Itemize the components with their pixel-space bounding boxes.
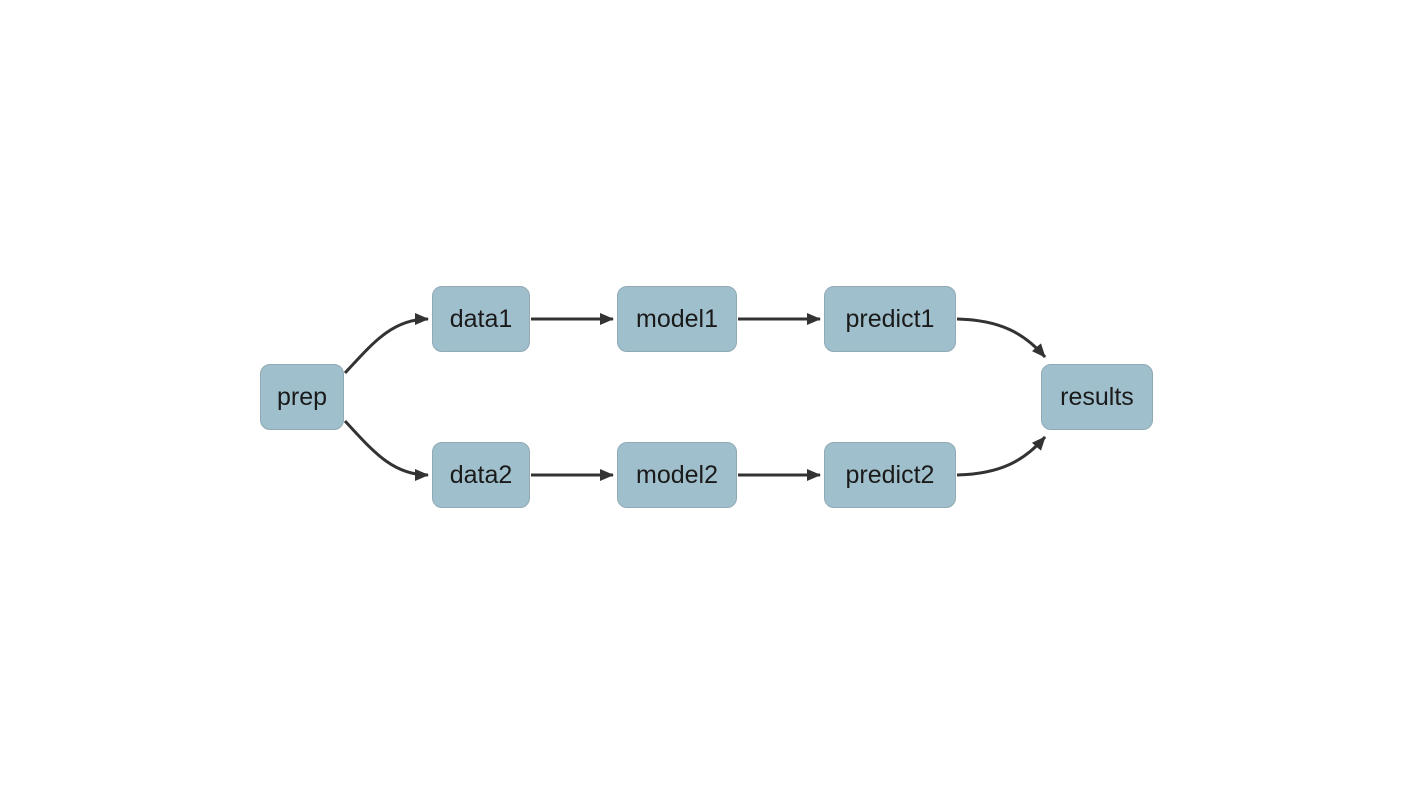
- node-prep[interactable]: prep: [260, 364, 344, 430]
- edge-predict1-results: [956, 317, 1047, 358]
- node-predict1-label: predict1: [845, 304, 935, 333]
- node-model1[interactable]: model1: [617, 286, 737, 352]
- edge-predict2-results: [956, 436, 1047, 477]
- node-predict2-label: predict2: [845, 460, 935, 489]
- node-model1-label: model1: [636, 304, 718, 333]
- node-results[interactable]: results: [1041, 364, 1153, 430]
- node-results-label: results: [1060, 382, 1134, 411]
- node-data2-label: data2: [449, 460, 513, 489]
- edge-prep-data1: [343, 313, 429, 375]
- node-model2-label: model2: [636, 460, 718, 489]
- node-data1-label: data1: [449, 304, 513, 333]
- node-data1[interactable]: data1: [432, 286, 530, 352]
- node-prep-label: prep: [276, 382, 328, 411]
- node-predict1[interactable]: predict1: [824, 286, 956, 352]
- node-model2[interactable]: model2: [617, 442, 737, 508]
- node-data2[interactable]: data2: [432, 442, 530, 508]
- node-predict2[interactable]: predict2: [824, 442, 956, 508]
- edge-prep-data2: [343, 419, 429, 481]
